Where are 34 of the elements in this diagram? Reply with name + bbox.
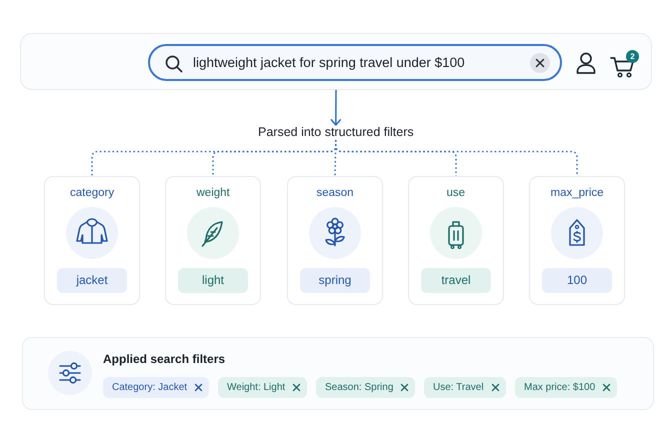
filter-chip bbox=[218, 377, 308, 398]
filter-name-label: weight bbox=[196, 186, 230, 200]
filter-card bbox=[44, 176, 140, 305]
filter-value-tag: 100 bbox=[542, 268, 612, 293]
search-field bbox=[148, 44, 562, 81]
filter-name-label: use bbox=[446, 186, 466, 200]
applied-filters-panel bbox=[22, 337, 654, 410]
filter-card bbox=[287, 176, 383, 305]
header-bar bbox=[20, 33, 652, 90]
connector-line bbox=[335, 140, 578, 176]
filter-chip-label: Season: Spring bbox=[325, 382, 394, 394]
filter-card bbox=[529, 176, 625, 305]
filter-chip-label: Max price: $100 bbox=[524, 382, 596, 394]
filter-value-tag: jacket bbox=[57, 268, 127, 293]
filter-name-label: category bbox=[70, 186, 114, 200]
filter-value-tag: travel bbox=[421, 268, 491, 293]
filter-value-tag: light bbox=[178, 268, 248, 293]
filter-chip bbox=[515, 377, 618, 398]
step-caption: Parsed into structured filters bbox=[258, 125, 414, 140]
filter-chip bbox=[316, 377, 416, 398]
filter-card bbox=[408, 176, 504, 305]
filter-chip bbox=[424, 377, 506, 398]
filter-name-label: season bbox=[316, 186, 354, 200]
filter-value-tag: spring bbox=[300, 268, 370, 293]
count-badge: 2 bbox=[626, 50, 639, 63]
search-query-text: lightweight jacket for spring travel under $100 bbox=[193, 55, 465, 71]
section-heading: Applied search filters bbox=[103, 352, 226, 367]
filter-chip-label: Category: Jacket bbox=[112, 382, 188, 394]
filter-chip-label: Use: Travel bbox=[433, 382, 484, 394]
filter-chip-label: Weight: Light bbox=[227, 382, 286, 394]
filter-card bbox=[165, 176, 261, 305]
filter-name-label: max_price bbox=[550, 186, 604, 200]
arrow bbox=[330, 90, 342, 126]
filter-chip bbox=[103, 377, 210, 398]
